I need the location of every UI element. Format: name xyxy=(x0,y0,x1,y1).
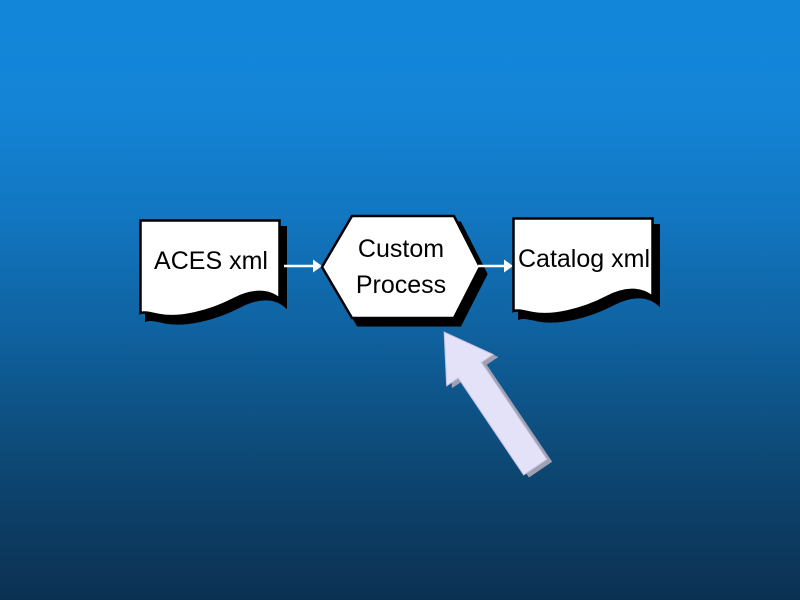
hexagon-body xyxy=(320,214,482,320)
connector-arrow-right xyxy=(478,259,513,273)
document-shape-aces-xml xyxy=(139,219,287,325)
emphasis-up-left-arrow xyxy=(418,314,562,486)
document-body xyxy=(139,219,281,318)
arrowhead-icon xyxy=(313,259,322,273)
emphasis-arrow-icon xyxy=(443,331,553,478)
document-body xyxy=(512,217,654,316)
arrowhead-icon xyxy=(504,259,513,273)
hexagon-shape-custom-process xyxy=(320,214,488,327)
document-shape-catalog-xml xyxy=(512,217,660,323)
connector-arrow-left xyxy=(284,259,322,273)
emphasis-arrow-face xyxy=(443,331,548,476)
